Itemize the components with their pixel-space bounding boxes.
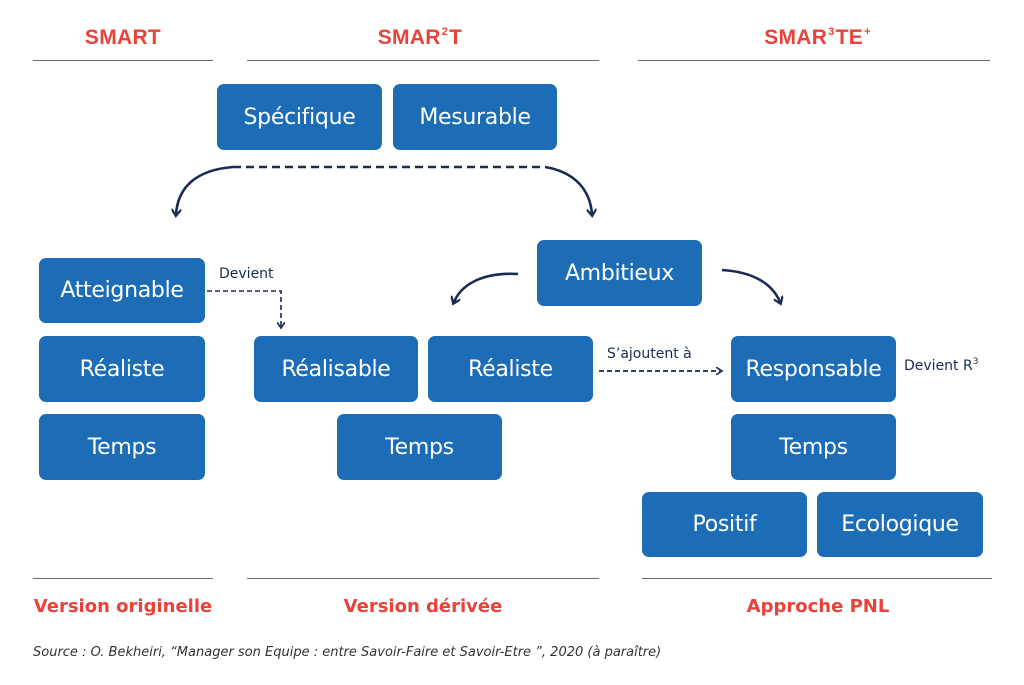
bottom-rule-smart — [33, 578, 213, 579]
box-atteignable: Atteignable — [39, 258, 205, 323]
heading-smar3te: SMAR3TE+ — [764, 26, 871, 49]
top-rule-smar2t — [247, 60, 599, 61]
box-responsable: Responsable — [731, 336, 896, 402]
box-positif: Positif — [642, 492, 807, 557]
box-temps-original: Temps — [39, 414, 205, 480]
footer-approche-pnl: Approche PNL — [746, 596, 890, 617]
bottom-rule-smar2t — [247, 578, 599, 579]
top-rule-smart — [33, 60, 213, 61]
box-realiste-derived: Réaliste — [428, 336, 593, 402]
top-rule-smar3te — [638, 60, 990, 61]
heading-smart: SMART — [84, 26, 162, 49]
box-realisable: Réalisable — [254, 336, 418, 402]
bottom-rule-smar3te — [642, 578, 992, 579]
label-sajoutent: S’ajoutent à — [607, 346, 692, 362]
box-mesurable: Mesurable — [393, 84, 557, 150]
box-temps-derived: Temps — [337, 414, 502, 480]
footer-version-derivee: Version dérivée — [343, 596, 503, 617]
footer-version-originelle: Version originelle — [33, 596, 213, 617]
source-citation: Source : O. Bekheiri, “Manager son Equip… — [33, 645, 662, 660]
box-specifique: Spécifique — [217, 84, 382, 150]
box-ecologique: Ecologique — [817, 492, 983, 557]
box-temps-pnl: Temps — [731, 414, 896, 480]
heading-smar2t: SMAR2T — [377, 26, 463, 49]
box-realiste-original: Réaliste — [39, 336, 205, 402]
label-devient-r3: Devient R3 — [904, 357, 979, 374]
label-devient: Devient — [219, 266, 274, 282]
box-ambitieux: Ambitieux — [537, 240, 702, 306]
